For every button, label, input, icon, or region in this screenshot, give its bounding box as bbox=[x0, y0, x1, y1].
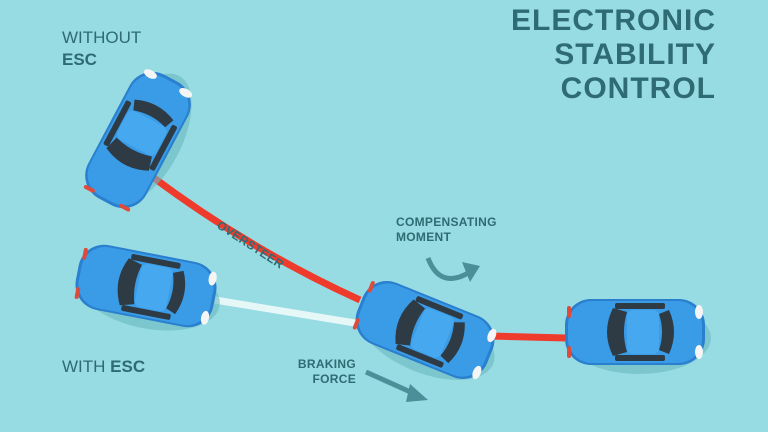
oversteer-path-continuation bbox=[489, 332, 567, 342]
car-with-esc bbox=[69, 240, 227, 342]
title-line: ELECTRONIC bbox=[511, 4, 716, 37]
esc-text: ESC bbox=[110, 357, 146, 376]
esc-path bbox=[214, 296, 356, 327]
label-line: COMPENSATING bbox=[396, 215, 497, 229]
compensating-moment-arrow-icon bbox=[425, 257, 472, 281]
compensating-arrowhead-icon bbox=[462, 262, 480, 282]
label-line: MOMENT bbox=[396, 230, 452, 244]
compensating-moment-label: COMPENSATING MOMENT bbox=[396, 215, 497, 245]
label-line: FORCE bbox=[312, 372, 356, 386]
car-without-esc bbox=[75, 57, 211, 222]
with-esc-label: WITH ESC bbox=[62, 356, 145, 378]
with-text: WITH bbox=[62, 357, 106, 376]
car-stable bbox=[565, 299, 711, 374]
without-esc-label: WITHOUT ESC bbox=[62, 27, 141, 71]
braking-force-label: BRAKING FORCE bbox=[294, 357, 356, 387]
label-line: BRAKING bbox=[297, 357, 356, 371]
braking-force-arrow-icon bbox=[364, 369, 417, 397]
page-title: ELECTRONIC STABILITY CONTROL bbox=[511, 4, 716, 106]
braking-arrowhead-icon bbox=[406, 384, 428, 402]
without-text: WITHOUT bbox=[62, 28, 142, 47]
title-line: STABILITY bbox=[554, 38, 716, 71]
title-line: CONTROL bbox=[560, 72, 716, 105]
esc-text: ESC bbox=[62, 50, 97, 69]
oversteer-path bbox=[147, 172, 362, 304]
car-correcting bbox=[344, 273, 508, 398]
